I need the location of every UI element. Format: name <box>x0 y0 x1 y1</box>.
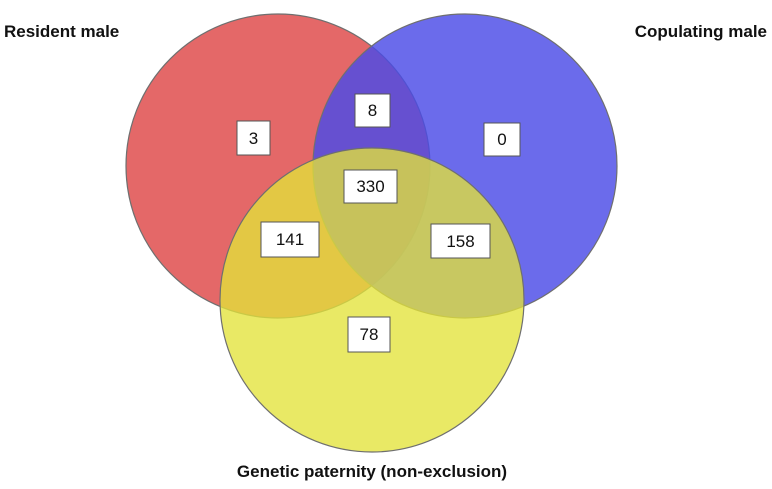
region-copulating-genetic-value: 158 <box>446 232 474 251</box>
genetic-paternity-label: Genetic paternity (non-exclusion) <box>237 462 507 481</box>
region-copulating-only: 0 <box>483 122 521 157</box>
region-resident-genetic-value: 141 <box>276 230 304 249</box>
region-all-three-value: 330 <box>356 177 384 196</box>
region-resident-genetic: 141 <box>260 221 320 258</box>
region-genetic-only-value: 78 <box>360 325 379 344</box>
region-resident-copulating-value: 8 <box>368 101 377 120</box>
region-copulating-genetic: 158 <box>430 223 491 259</box>
region-resident-copulating: 8 <box>354 93 391 128</box>
region-copulating-only-value: 0 <box>497 130 506 149</box>
region-all-three: 330 <box>343 169 398 204</box>
region-resident-only: 3 <box>236 120 271 156</box>
region-resident-only-value: 3 <box>249 129 258 148</box>
copulating-male-label: Copulating male <box>635 22 767 41</box>
resident-male-label: Resident male <box>4 22 119 41</box>
region-genetic-only: 78 <box>347 316 391 353</box>
